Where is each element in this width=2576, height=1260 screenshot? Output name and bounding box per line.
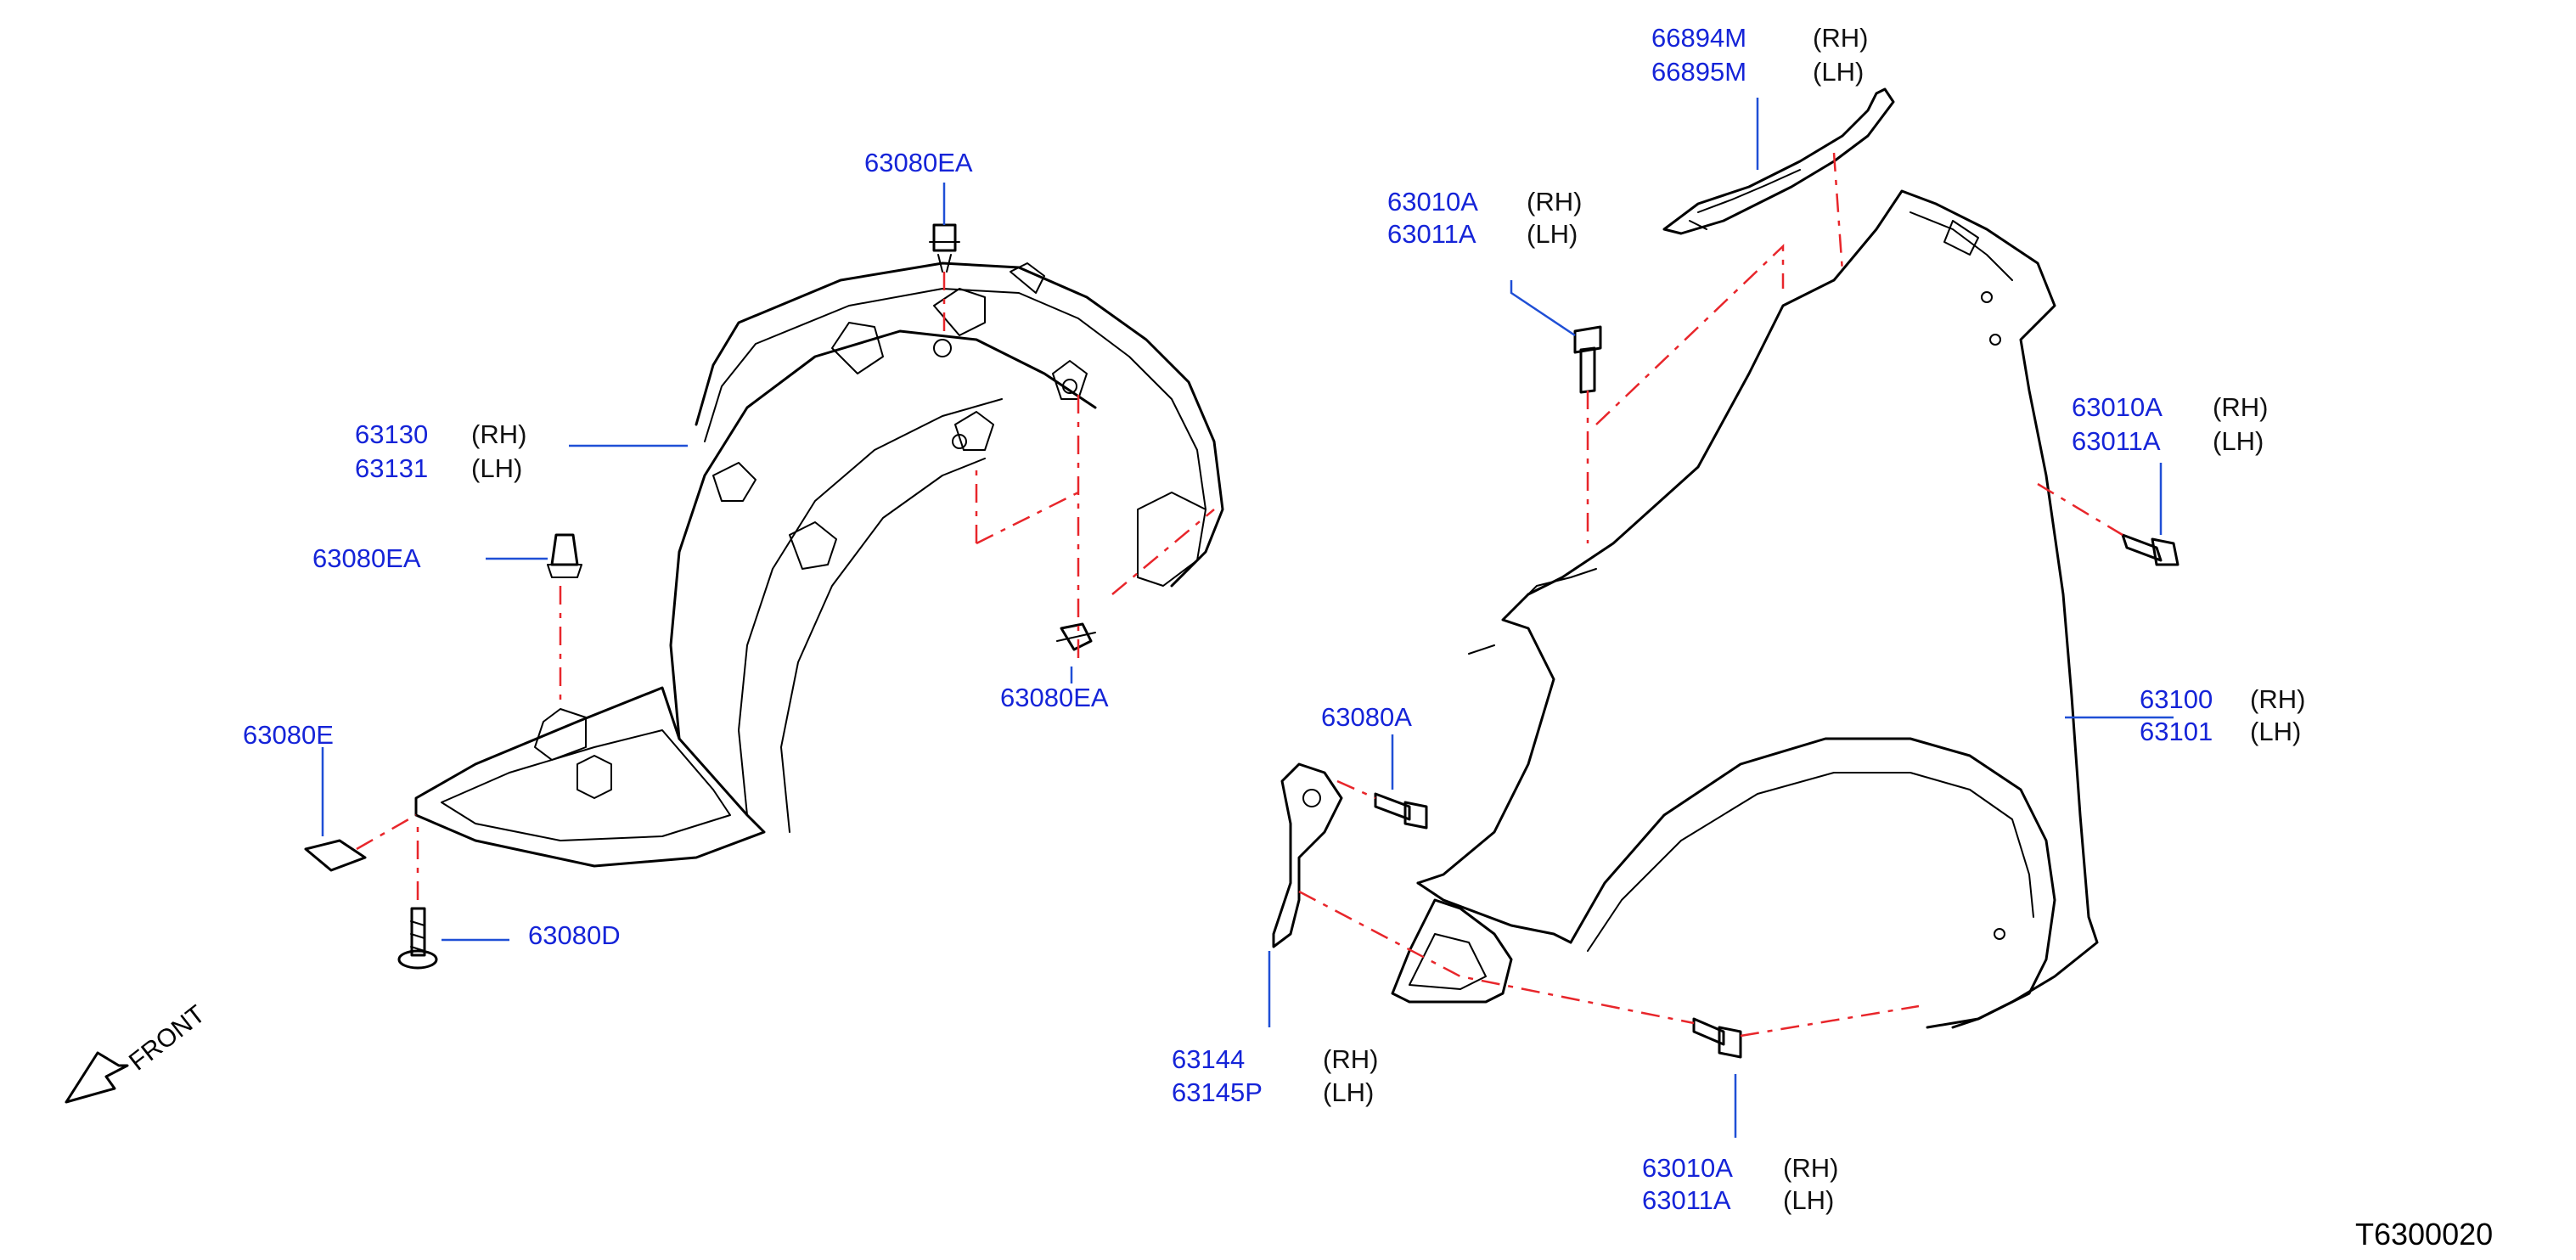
part-number: 63010A [1642, 1153, 1733, 1183]
front-direction-arrow-icon [65, 1051, 129, 1104]
side-label: (LH) [1783, 1185, 1834, 1215]
part-number: 63080A [1321, 702, 1412, 732]
callout-63080D[interactable]: 63080D [528, 920, 621, 950]
part-number: 66895M [1651, 57, 1746, 87]
nut-63080E[interactable] [304, 839, 367, 872]
callout-63080E[interactable]: 63080E [243, 720, 334, 750]
part-number: 63080EA [864, 148, 973, 177]
callout-63131[interactable]: 63131 (LH) [355, 453, 522, 483]
callout-63011A-right[interactable]: 63011A (LH) [2072, 426, 2264, 456]
part-number: 63080EA [312, 543, 421, 573]
callout-63011A-bottom[interactable]: 63011A (LH) [1642, 1185, 1834, 1215]
fender-moulding-part[interactable] [1662, 87, 1895, 235]
bolt-63080A[interactable] [1374, 792, 1428, 830]
clip-63080EA-top[interactable] [929, 223, 960, 273]
part-number: 63080D [528, 920, 621, 950]
callout-leader-lines [321, 98, 2174, 1138]
side-label: (RH) [2250, 684, 2305, 714]
side-label: (RH) [1783, 1153, 1838, 1183]
diagram-code: T6300020 [2355, 1217, 2493, 1252]
side-label: (RH) [471, 419, 526, 449]
side-label: (RH) [2213, 392, 2268, 422]
callout-63145P[interactable]: 63145P (LH) [1172, 1077, 1374, 1107]
screw-63080D[interactable] [397, 907, 438, 970]
part-number: 63011A [2072, 426, 2161, 456]
front-label: FRONT [124, 1000, 211, 1077]
bolt-63010A-right[interactable] [2121, 533, 2179, 566]
part-number: 63080E [243, 720, 334, 750]
assembly-guide-lines [356, 152, 2123, 1038]
part-number: 66894M [1651, 23, 1746, 53]
callout-66895M[interactable]: 66895M (LH) [1651, 57, 1864, 87]
part-number: 63144 [1172, 1044, 1245, 1074]
part-number: 63101 [2140, 717, 2213, 746]
fender-liner-part[interactable] [414, 262, 1224, 868]
callout-63080EA-mid[interactable]: 63080EA [1000, 683, 1109, 712]
part-number: 63100 [2140, 684, 2213, 714]
part-number: 63130 [355, 419, 428, 449]
callout-63010A-bottom[interactable]: 63010A (RH) [1642, 1153, 1838, 1183]
side-label: (LH) [1527, 219, 1578, 249]
callout-63100[interactable]: 63100 (RH) [2140, 684, 2305, 714]
side-label: (LH) [1323, 1077, 1374, 1107]
callout-63080EA-top[interactable]: 63080EA [864, 148, 973, 177]
clip-63080EA-left[interactable] [547, 533, 582, 578]
side-label: (LH) [2213, 426, 2264, 456]
part-number: 63011A [1642, 1185, 1731, 1215]
callout-63101[interactable]: 63101 (LH) [2140, 717, 2301, 746]
callout-63080EA-left[interactable]: 63080EA [312, 543, 421, 573]
part-number: 63145P [1172, 1077, 1263, 1107]
callout-63011A-upper[interactable]: 63011A (LH) [1387, 219, 1578, 249]
part-number: 63010A [1387, 187, 1478, 217]
callout-63080A[interactable]: 63080A [1321, 702, 1412, 732]
bolt-63010A-bottom[interactable] [1692, 1017, 1742, 1059]
callout-63130[interactable]: 63130 (RH) [355, 419, 526, 449]
side-label: (LH) [2250, 717, 2301, 746]
part-number: 63080EA [1000, 683, 1109, 712]
part-number: 63011A [1387, 219, 1476, 249]
fender-bracket-part[interactable] [1272, 762, 1343, 948]
side-label: (RH) [1813, 23, 1868, 53]
side-label: (LH) [471, 453, 522, 483]
bolt-63010A-upper[interactable] [1573, 325, 1602, 394]
side-label: (RH) [1527, 187, 1582, 217]
part-number: 63010A [2072, 392, 2163, 422]
side-label: (LH) [1813, 57, 1864, 87]
callout-63010A-right[interactable]: 63010A (RH) [2072, 392, 2268, 422]
callout-66894M[interactable]: 66894M (RH) [1651, 23, 1868, 53]
callout-63144[interactable]: 63144 (RH) [1172, 1044, 1378, 1074]
front-fender-part[interactable] [1391, 189, 2099, 1029]
callout-63010A-upper[interactable]: 63010A (RH) [1387, 187, 1582, 217]
part-number: 63131 [355, 453, 428, 483]
clip-63080EA-mid[interactable] [1056, 622, 1096, 651]
side-label: (RH) [1323, 1044, 1378, 1074]
